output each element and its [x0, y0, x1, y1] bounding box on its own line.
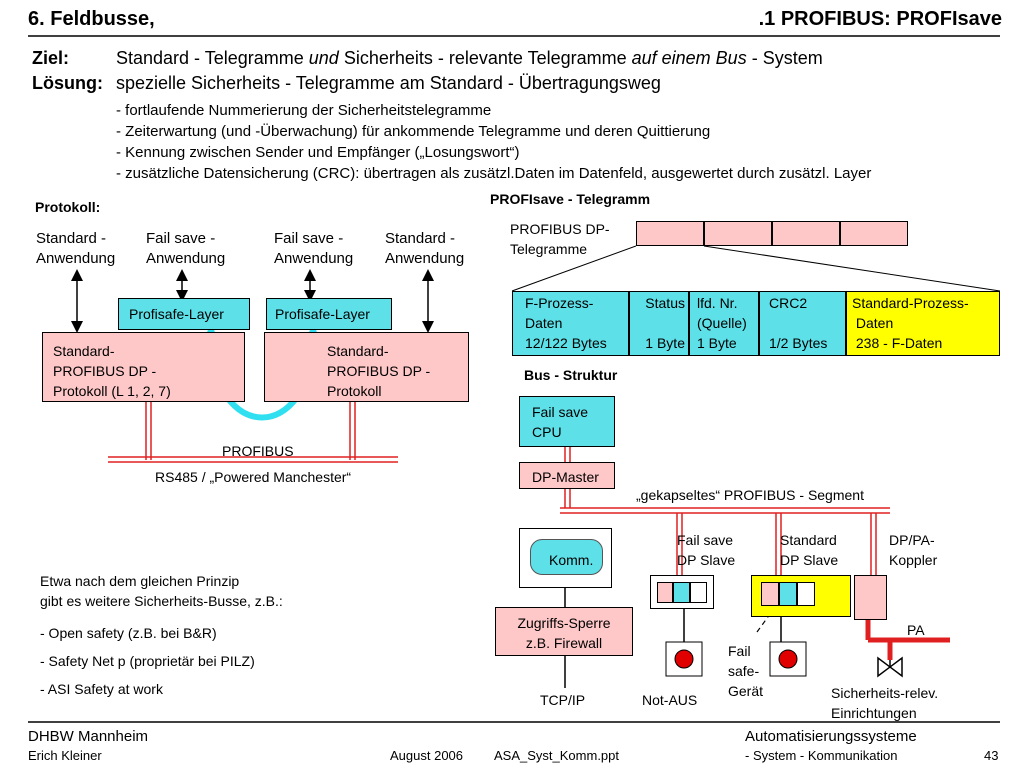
dp-telegram-segment [840, 221, 908, 246]
failsave-cpu: Fail save CPU [519, 396, 615, 447]
profisafe-layer-right: Profisafe-Layer [266, 298, 392, 330]
solution-bullets: - fortlaufende Nummerierung der Sicherhe… [116, 100, 871, 184]
footer-author: Erich Kleiner [28, 748, 102, 763]
dp-telegram-segment [704, 221, 772, 246]
field-status: Status 1 Byte [629, 291, 689, 356]
profisafe-layer-left: Profisafe-Layer [118, 298, 250, 330]
failsafe-button-icon [778, 649, 798, 669]
footer-org: DHBW Mannheim [28, 728, 149, 745]
standard-dp-slave [751, 575, 851, 617]
dp-pa-coupler [854, 575, 887, 620]
dp-telegram-segment [772, 221, 840, 246]
solution-text: spezielle Sicherheits - Telegramme am St… [116, 73, 661, 93]
other-bus-item: - ASI Safety at work [40, 681, 163, 697]
footer-file: ASA_Syst_Komm.ppt [494, 748, 619, 763]
zoom-line-right [703, 245, 1001, 292]
solution-label: Lösung: [32, 73, 103, 93]
app-label-standard-left: Standard - Anwendung [36, 230, 116, 267]
firewall: Zugriffs-Sperre z.B. Firewall [495, 607, 633, 656]
field-seq-number: lfd. Nr. (Quelle) 1 Byte [689, 291, 759, 356]
segment-label: „gekapseltes“ PROFIBUS - Segment [636, 487, 864, 503]
komm-label: Komm. [530, 539, 603, 575]
footer-date: August 2006 [390, 748, 464, 763]
bullet: - Zeiterwartung (und -Überwachung) für a… [116, 123, 711, 140]
page-title: .1 PROFIBUS: PROFIsave [758, 8, 1002, 30]
bullet: - fortlaufende Nummerierung der Sicherhe… [116, 102, 492, 119]
profibus-label: PROFIBUS [222, 443, 294, 459]
goal-line: Ziel: [32, 48, 69, 69]
footer-topic: - System - Kommunikation [745, 748, 898, 763]
other-bus-item: - Safety Net p (proprietär bei PILZ) [40, 653, 255, 669]
dp-stack-left: Standard- PROFIBUS DP - Protokoll (L 1, … [42, 332, 245, 402]
app-label-standard-right: Standard - Anwendung [385, 230, 465, 267]
safety-devices-label: Sicherheits-relev. Einrichtungen [831, 685, 939, 721]
pa-line [865, 620, 950, 660]
failsave-dp-slave [650, 575, 714, 609]
notaus-button-icon [674, 649, 694, 669]
other-buses-intro: Etwa nach dem gleichen Prinzip gibt es w… [40, 573, 283, 609]
app-label-failsave-right: Fail save - Anwendung [274, 230, 354, 267]
komm-module: Komm. [519, 528, 612, 588]
dp-telegram-segment [636, 221, 704, 246]
other-bus-item: - Open safety (z.B. bei B&R) [40, 625, 217, 641]
bullet: - zusätzliche Datensicherung (CRC): über… [116, 165, 872, 182]
bullet: - Kennung zwischen Sender und Empfänger … [116, 144, 520, 161]
segment-bus-lines [560, 447, 890, 575]
failsave-slave-label: Fail save DP Slave [677, 532, 736, 568]
goal-label: Ziel: [32, 48, 70, 68]
notaus-label: Not-AUS [642, 692, 698, 708]
field-crc2: CRC2 1/2 Bytes [759, 291, 846, 356]
protocol-title: Protokoll: [35, 199, 101, 215]
zoom-line-left [511, 245, 637, 292]
valve-icon [877, 656, 903, 678]
field-f-process-data: F-Prozess- Daten 12/122 Bytes [512, 291, 629, 356]
pa-label: PA [907, 622, 925, 638]
footer-page-number: 43 [984, 748, 999, 763]
profibus-bus-lines [108, 402, 398, 463]
bus-structure-title: Bus - Struktur [524, 367, 618, 383]
section-title: 6. Feldbusse, [28, 8, 155, 30]
failsafe-device-label: Fail safe- Gerät [728, 643, 764, 699]
profibus-physical-label: RS485 / „Powered Manchester“ [155, 469, 352, 485]
dp-telegram-label: PROFIBUS DP- Telegramme [510, 221, 610, 257]
telegram-title: PROFIsave - Telegramm [490, 191, 651, 207]
dp-master: DP-Master [519, 462, 615, 489]
goal-text: Standard - Telegramme und Sicherheits - … [116, 48, 823, 68]
field-standard-process-data: Standard-Prozess- Daten 238 - F-Daten [846, 291, 1000, 356]
dp-stack-right: Standard- PROFIBUS DP - Protokoll [264, 332, 469, 402]
coupler-label: DP/PA- Koppler [889, 532, 938, 568]
standard-slave-label: Standard DP Slave [780, 532, 839, 568]
app-label-failsave-left: Fail save - Anwendung [146, 230, 226, 267]
tcpip-label: TCP/IP [540, 692, 586, 708]
footer-course: Automatisierungssysteme [745, 728, 917, 745]
